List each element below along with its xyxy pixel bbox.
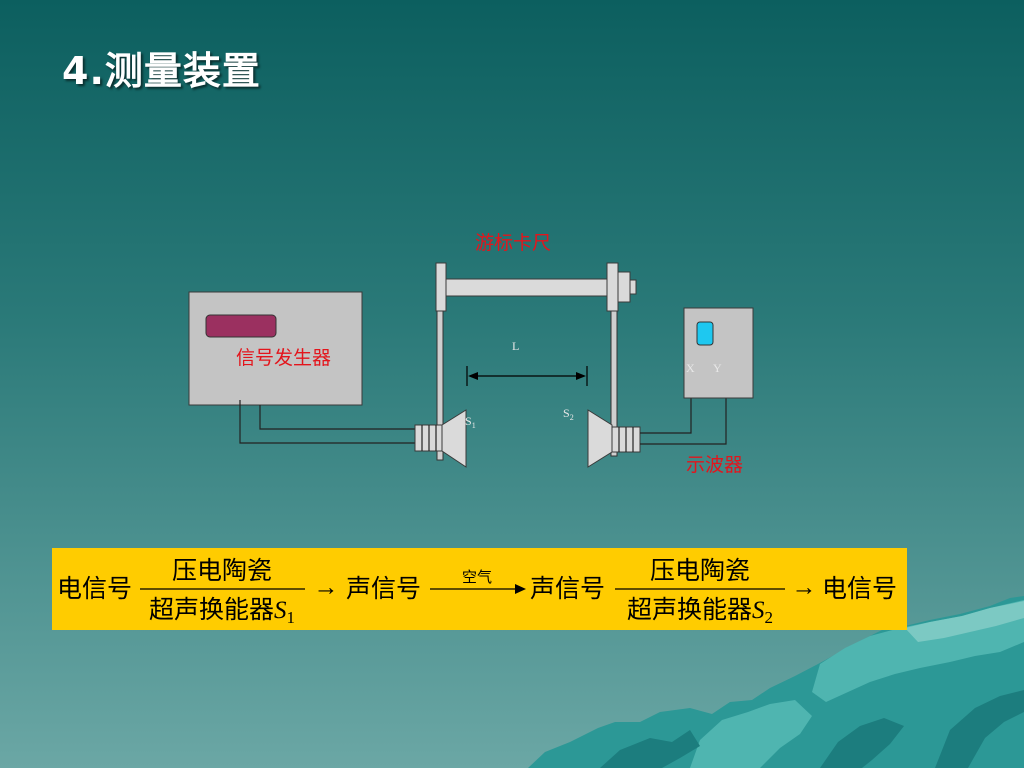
caliper-end-cap [629,279,637,295]
caliper-beam [445,278,609,297]
signal-generator: 信号发生器 [188,291,363,406]
formula-sound-signal-1: 声信号 [346,575,421,603]
signal-generator-label: 信号发生器 [236,347,331,369]
formula-medium-arrow: 空气 [430,569,526,594]
transducer-s1: S1 [414,409,476,468]
caliper-slider-knob [617,271,631,303]
caliper-left-jaw [435,262,447,312]
oscilloscope-screen [696,321,714,346]
oscilloscope-channel-y: Y [713,361,722,375]
oscilloscope-channel-x: X [686,361,695,375]
distance-label: L [512,339,519,353]
formula-sound-signal-2: 声信号 [530,575,605,603]
caliper-right-jaw [606,262,619,312]
mountain-decoration [528,596,1024,768]
formula-end: 电信号 [822,575,897,603]
mountain-shadow-left [600,730,700,768]
formula-fraction-2: 压电陶瓷 超声换能器S2 [615,557,785,627]
transducer-s2-horn [587,409,613,468]
signal-generator-box [188,291,363,406]
distance-arrow-left [468,372,478,380]
distance-dimension: L [466,339,588,386]
oscilloscope-box [683,307,754,399]
conversion-formula: 电信号 压电陶瓷 超声换能器S1 → 声信号 空气 声信号 压电陶瓷 超声换能器… [52,548,907,630]
fraction-1-denominator: 超声换能器S1 [149,596,295,627]
formula-fraction-1: 压电陶瓷 超声换能器S1 [140,557,305,627]
formula-medium-label: 空气 [462,569,492,586]
transducer-s2-label: S2 [563,406,574,422]
transducer-s1-label: S1 [465,414,476,430]
oscilloscope-label: 示波器 [686,454,743,476]
fraction-1-numerator: 压电陶瓷 [172,557,272,585]
transducer-s2: S2 [563,406,641,468]
mountain-peak-highlight [905,601,1024,642]
vernier-caliper [435,262,637,461]
generator-wire-inner [259,405,415,430]
mountain-slope-highlight [690,700,812,768]
oscilloscope: X Y 示波器 [683,307,754,476]
formula-arrow-2: → [792,574,817,601]
transducer-s1-horn [441,409,467,468]
generator-wire-outer [239,400,415,444]
formula-start: 电信号 [57,575,132,603]
slide-title: 4.测量装置 [62,49,261,93]
scope-wire-x [640,376,692,434]
distance-arrow-right [576,372,586,380]
medium-arrow-head [515,584,526,594]
caliper-label: 游标卡尺 [475,232,551,254]
fraction-2-numerator: 压电陶瓷 [650,557,750,585]
fraction-2-denominator: 超声换能器S2 [627,596,773,627]
scope-wire-y [640,398,727,445]
measurement-diagram: 游标卡尺 信号发生器 S1 [188,232,754,476]
signal-generator-display [205,314,277,338]
formula-arrow-1: → [314,574,339,601]
mountain-shadow-middle [820,718,904,768]
mountain-shadow-right [935,690,1024,768]
